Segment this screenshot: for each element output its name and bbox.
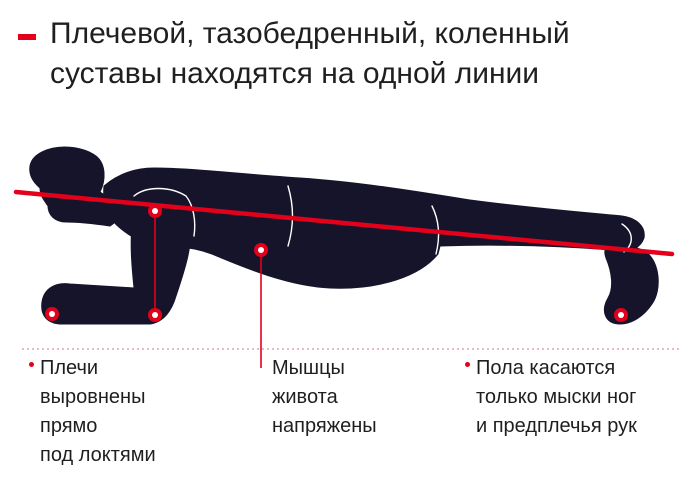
abs-marker-icon — [254, 243, 268, 257]
caption-line: прямо — [40, 415, 98, 437]
elbow-marker-icon — [148, 308, 162, 322]
header: Плечевой, тазобедренный, коленный сустав… — [18, 14, 688, 94]
guide-lines — [154, 212, 262, 368]
shoulder-marker-icon — [148, 204, 162, 218]
caption-contact: Пола касаются только мыски ног и предпле… — [465, 354, 637, 441]
caption-shoulders: Плечи выровнены прямо под локтями — [29, 354, 156, 470]
caption-line: только мыски ног — [476, 386, 637, 408]
foot-shape — [604, 244, 659, 325]
caption-line: выровнены — [40, 386, 146, 408]
shoulder-seam-line — [133, 187, 196, 237]
alignment-line — [13, 189, 675, 257]
plank-silhouette — [29, 146, 659, 325]
caption-line: Мышцы — [272, 357, 345, 379]
bullet-dot-icon — [465, 362, 470, 367]
joint-markers — [45, 204, 628, 322]
header-dash-icon — [18, 34, 36, 40]
toe-marker-icon — [614, 308, 628, 322]
caption-line: и предплечья рук — [476, 415, 637, 437]
caption-line: напряжены — [272, 415, 377, 437]
arm-shape — [41, 189, 192, 325]
caption-line: Пола касаются — [476, 357, 616, 379]
page-title: Плечевой, тазобедренный, коленный сустав… — [50, 14, 570, 94]
title-line-1: Плечевой, тазобедренный, коленный — [50, 17, 570, 50]
caption-line: Плечи — [40, 357, 99, 379]
hand-marker-icon — [45, 307, 59, 321]
title-line-2: суставы находятся на одной линии — [50, 57, 540, 90]
bullet-dot-icon — [29, 362, 34, 367]
caption-line: под локтями — [40, 444, 156, 466]
caption-line: живота — [272, 386, 338, 408]
caption-abs: Мышцы живота напряжены — [272, 354, 377, 441]
